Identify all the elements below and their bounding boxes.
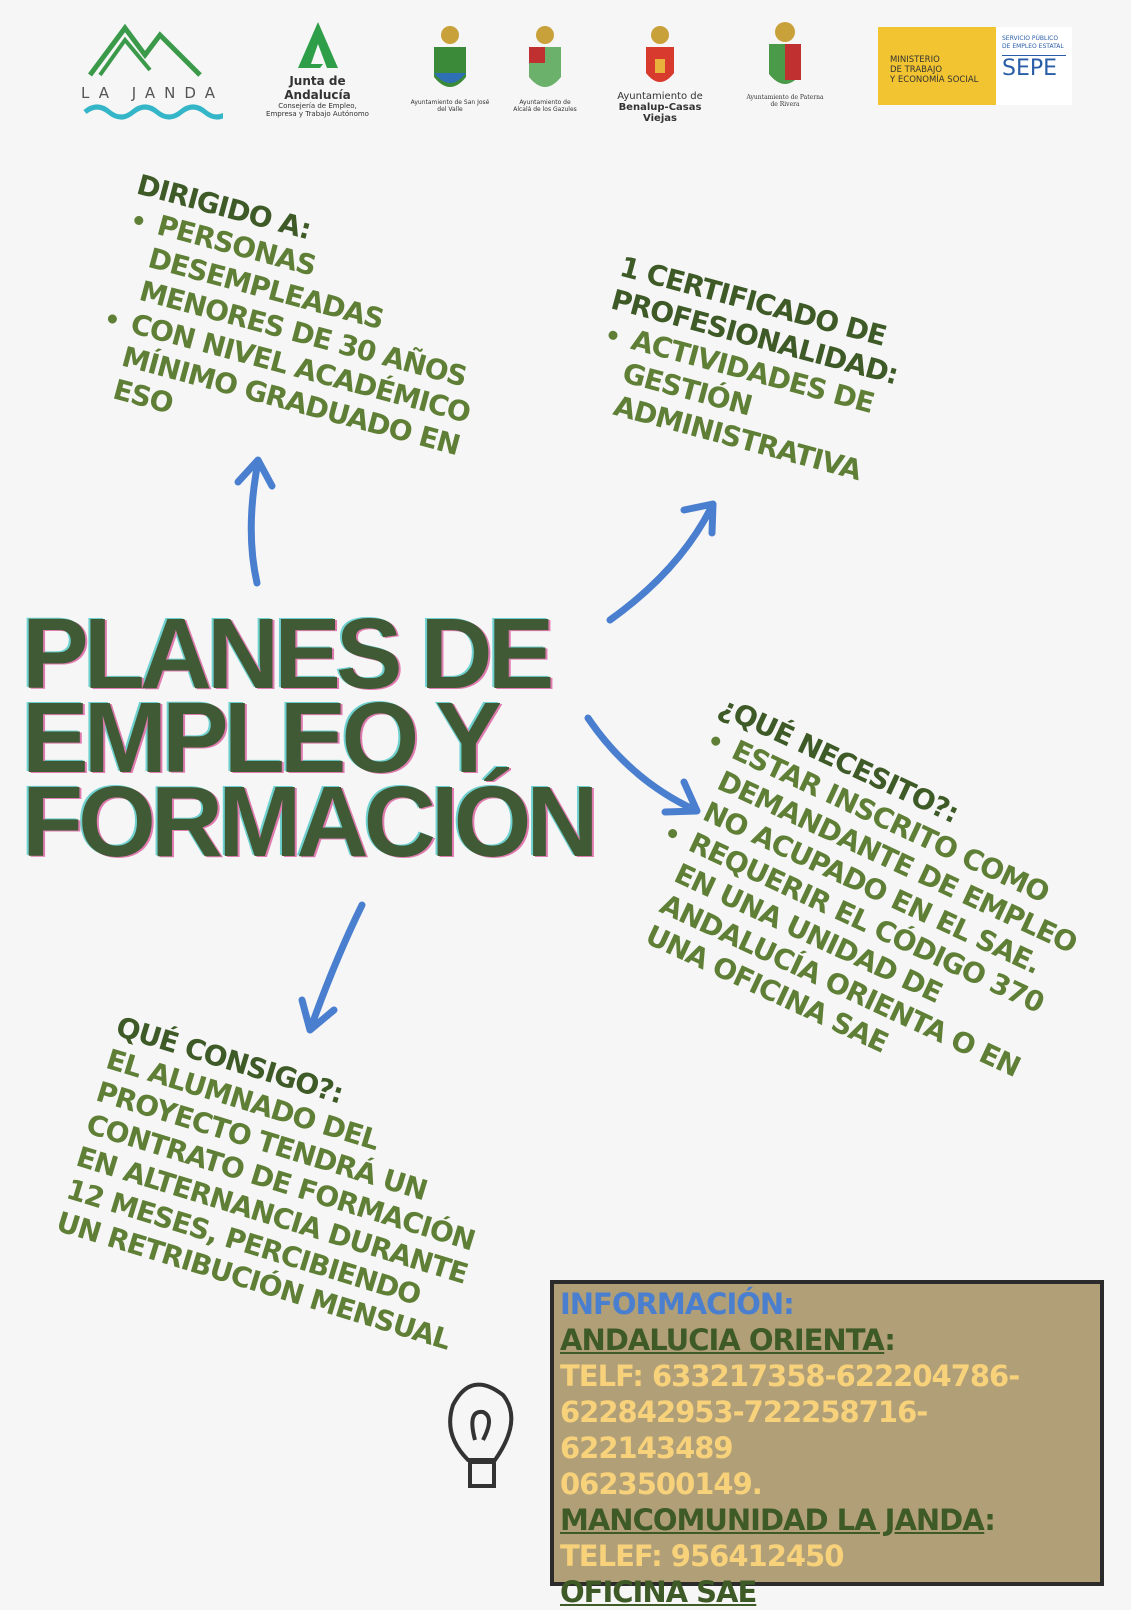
crest-icon bbox=[434, 26, 466, 87]
arrow-down-right-icon bbox=[584, 714, 701, 816]
info-box: INFORMACIÓN: ANDALUCIA ORIENTA: TELF: 63… bbox=[550, 1280, 1104, 1609]
san-jose-crest: Ayuntamiento de San José del Valle bbox=[410, 25, 490, 113]
sepe-logo: SERVICIO PÚBLICO DE EMPLEO ESTATAL SEPE bbox=[996, 27, 1072, 105]
crest-icon bbox=[769, 22, 801, 84]
junta-a-icon bbox=[297, 22, 338, 68]
waves-icon bbox=[82, 104, 231, 120]
la-janda-logo: LA JANDA bbox=[80, 20, 231, 126]
crest-icon bbox=[529, 26, 561, 87]
alcala-crest: Ayuntamiento de Alcalá de los Gazules bbox=[510, 25, 580, 113]
benalup-crest: Ayuntamiento de Benalup-Casas Viejas bbox=[605, 25, 715, 124]
page-title: PLANES DE EMPLEO Y FORMACIÓN bbox=[22, 598, 599, 878]
junta-andalucia-logo: Junta de Andalucía Consejería de Empleo,… bbox=[255, 20, 380, 118]
logo-bar: LA JANDA Junta de Andalucía Consejería d… bbox=[0, 15, 1131, 125]
lightbulb-icon bbox=[448, 1382, 514, 1488]
arrow-up-icon bbox=[234, 456, 276, 587]
arrow-down-left-icon bbox=[298, 901, 366, 1034]
crest-icon bbox=[646, 26, 674, 82]
mountains-icon bbox=[87, 23, 202, 77]
arrow-up-right-icon bbox=[606, 500, 717, 624]
ministerio-logo: MINISTERIO DE TRABAJO Y ECONOMÍA SOCIAL bbox=[878, 27, 996, 105]
paterna-crest: Ayuntamiento de Paterna de Rivera bbox=[745, 20, 825, 108]
